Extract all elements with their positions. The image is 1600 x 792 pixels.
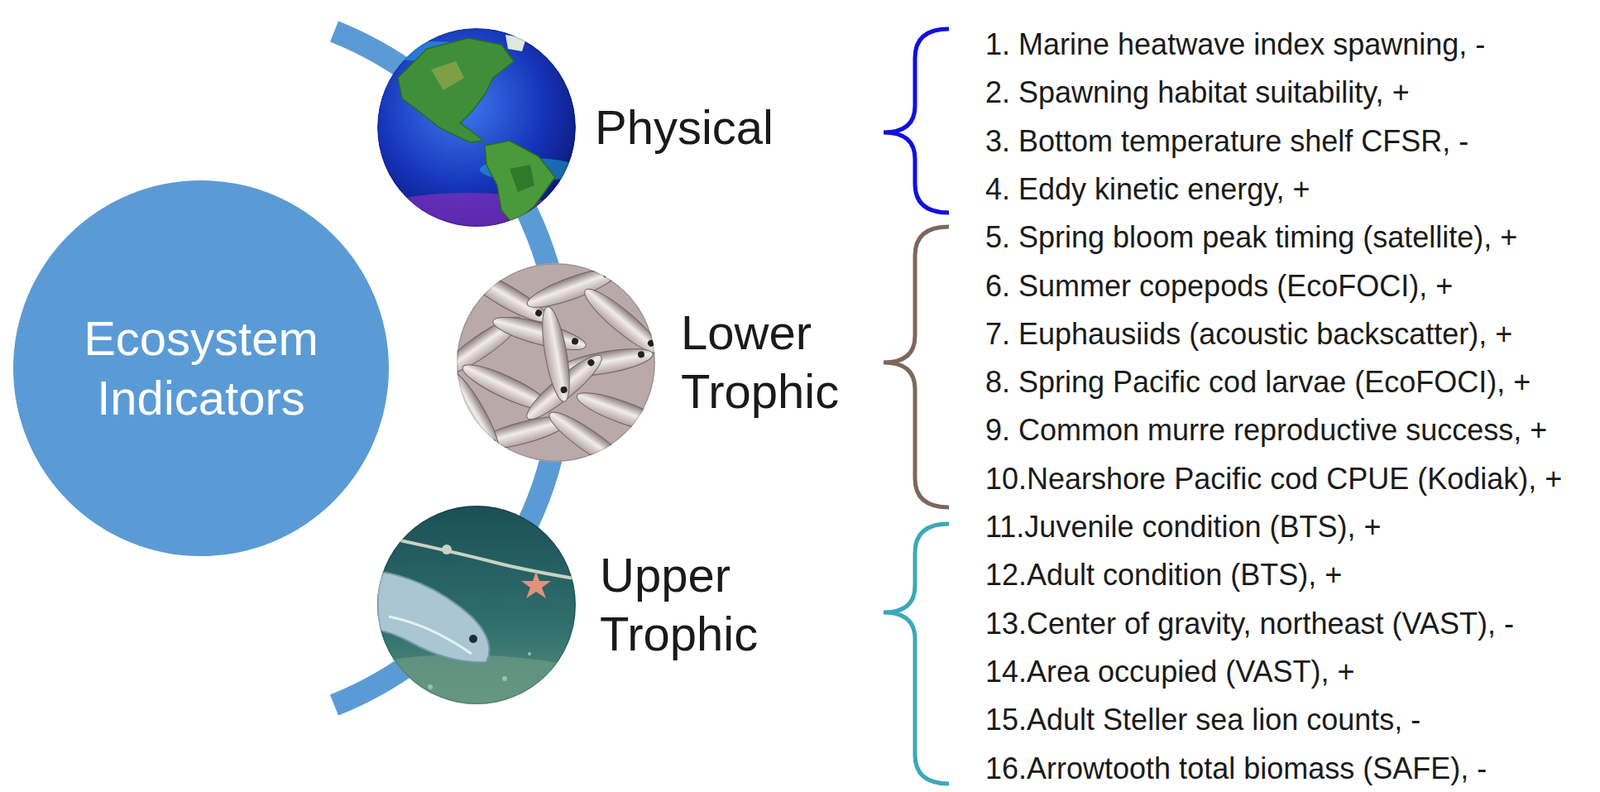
fish bbox=[578, 282, 666, 360]
text-holder: Physical bbox=[594, 28, 774, 227]
picture-circle-outline bbox=[456, 263, 656, 462]
indicator-item: 8. Spring Pacific cod larvae (EcoFOCI), … bbox=[985, 364, 1531, 399]
seafloor-picture bbox=[377, 505, 580, 705]
upper-trophic-brace bbox=[883, 523, 949, 784]
picture-circle-outline bbox=[377, 505, 576, 705]
indicator-circle: Ecosystem Indicators bbox=[12, 179, 390, 557]
fish-body bbox=[377, 570, 489, 662]
fish-eye bbox=[534, 308, 544, 318]
physical-brace bbox=[883, 28, 949, 213]
node-label: Lower Trophic bbox=[680, 303, 839, 422]
fish-belly bbox=[388, 616, 472, 654]
indicator-item: 16.Arrowtooth total biomass (SAFE), - bbox=[985, 751, 1487, 786]
picture-circle-shape bbox=[378, 506, 575, 704]
picture-circle: Lower Trophic bbox=[456, 263, 656, 462]
indicator-item: 12.Adult condition (BTS), + bbox=[985, 558, 1342, 593]
rope bbox=[388, 537, 580, 580]
fish-eye bbox=[637, 350, 645, 359]
fish-body bbox=[440, 364, 508, 459]
text-holder: Lower Trophic bbox=[680, 263, 839, 462]
fish bbox=[536, 305, 575, 404]
fish-eye bbox=[570, 337, 580, 346]
indicator-circle-shape bbox=[13, 180, 389, 556]
picture-circle-shape bbox=[378, 28, 575, 226]
fish bbox=[543, 404, 635, 478]
indicator-item: 11.Juvenile condition (BTS), + bbox=[985, 509, 1382, 544]
fish-eye bbox=[488, 438, 498, 448]
fish-body bbox=[536, 305, 575, 404]
fish-body bbox=[490, 310, 590, 356]
indicator-item: 7. Euphausiids (acoustic backscatter), + bbox=[985, 316, 1513, 351]
node-label: Physical bbox=[594, 98, 774, 158]
picture-circle-outline bbox=[377, 28, 576, 227]
fish-pile-picture bbox=[435, 261, 671, 478]
fish bbox=[490, 310, 590, 356]
fish-body bbox=[543, 404, 635, 478]
fish-eye bbox=[646, 338, 656, 348]
indicator-item: 3. Bottom temperature shelf CFSR, - bbox=[985, 124, 1469, 159]
fish-eye bbox=[469, 634, 478, 643]
text-holder: Ecosystem Indicators bbox=[12, 179, 390, 557]
indicator-item: 15.Adult Steller sea lion counts, - bbox=[985, 702, 1421, 737]
indicator-item: 14.Area occupied (VAST), + bbox=[985, 654, 1356, 689]
seafloor-speck bbox=[502, 675, 508, 681]
fish bbox=[440, 364, 508, 459]
land-patch bbox=[431, 61, 465, 91]
node-label: Ecosystem Indicators bbox=[83, 308, 319, 429]
fish-eye bbox=[560, 385, 568, 393]
indicator-item: 2. Spawning habitat suitability, + bbox=[985, 76, 1410, 111]
fish-eye bbox=[586, 358, 596, 368]
fish-eye bbox=[615, 455, 625, 465]
rope-knot bbox=[441, 544, 452, 555]
globe-picture bbox=[372, 28, 580, 230]
seafloor-speck bbox=[527, 651, 532, 656]
seafloor-speck bbox=[427, 684, 433, 690]
text-holder: Upper Trophic bbox=[599, 505, 758, 705]
node-label: Upper Trophic bbox=[599, 546, 758, 664]
south-america bbox=[484, 140, 556, 226]
picture-circle-shape bbox=[457, 263, 655, 461]
land-patch bbox=[509, 164, 535, 192]
fish-body bbox=[578, 282, 666, 360]
indicator-item: 13.Center of gravity, northeast (VAST), … bbox=[985, 606, 1514, 641]
indicator-item: 9. Common murre reproductive success, + bbox=[985, 413, 1548, 448]
globe-land bbox=[397, 34, 556, 226]
indicator-item: 1. Marine heatwave index spawning, - bbox=[985, 27, 1486, 62]
picture-circle: Physical bbox=[377, 28, 576, 227]
indicator-circle-outline bbox=[12, 179, 390, 557]
indicator-item: 5. Spring bloom peak timing (satellite),… bbox=[985, 220, 1518, 254]
starfish bbox=[521, 570, 551, 599]
lower-trophic-brace bbox=[883, 226, 949, 508]
indicator-item: 6. Summer copepods (EcoFOCI), + bbox=[985, 268, 1453, 303]
indicator-item: 10.Nearshore Pacific cod CPUE (Kodiak), … bbox=[985, 461, 1562, 496]
indicator-item: 4. Eddy kinetic energy, + bbox=[985, 172, 1311, 206]
fish-eye bbox=[602, 269, 611, 278]
fish-eye bbox=[652, 418, 662, 427]
picture-circle: Upper Trophic bbox=[377, 505, 576, 705]
north-america bbox=[397, 38, 514, 143]
